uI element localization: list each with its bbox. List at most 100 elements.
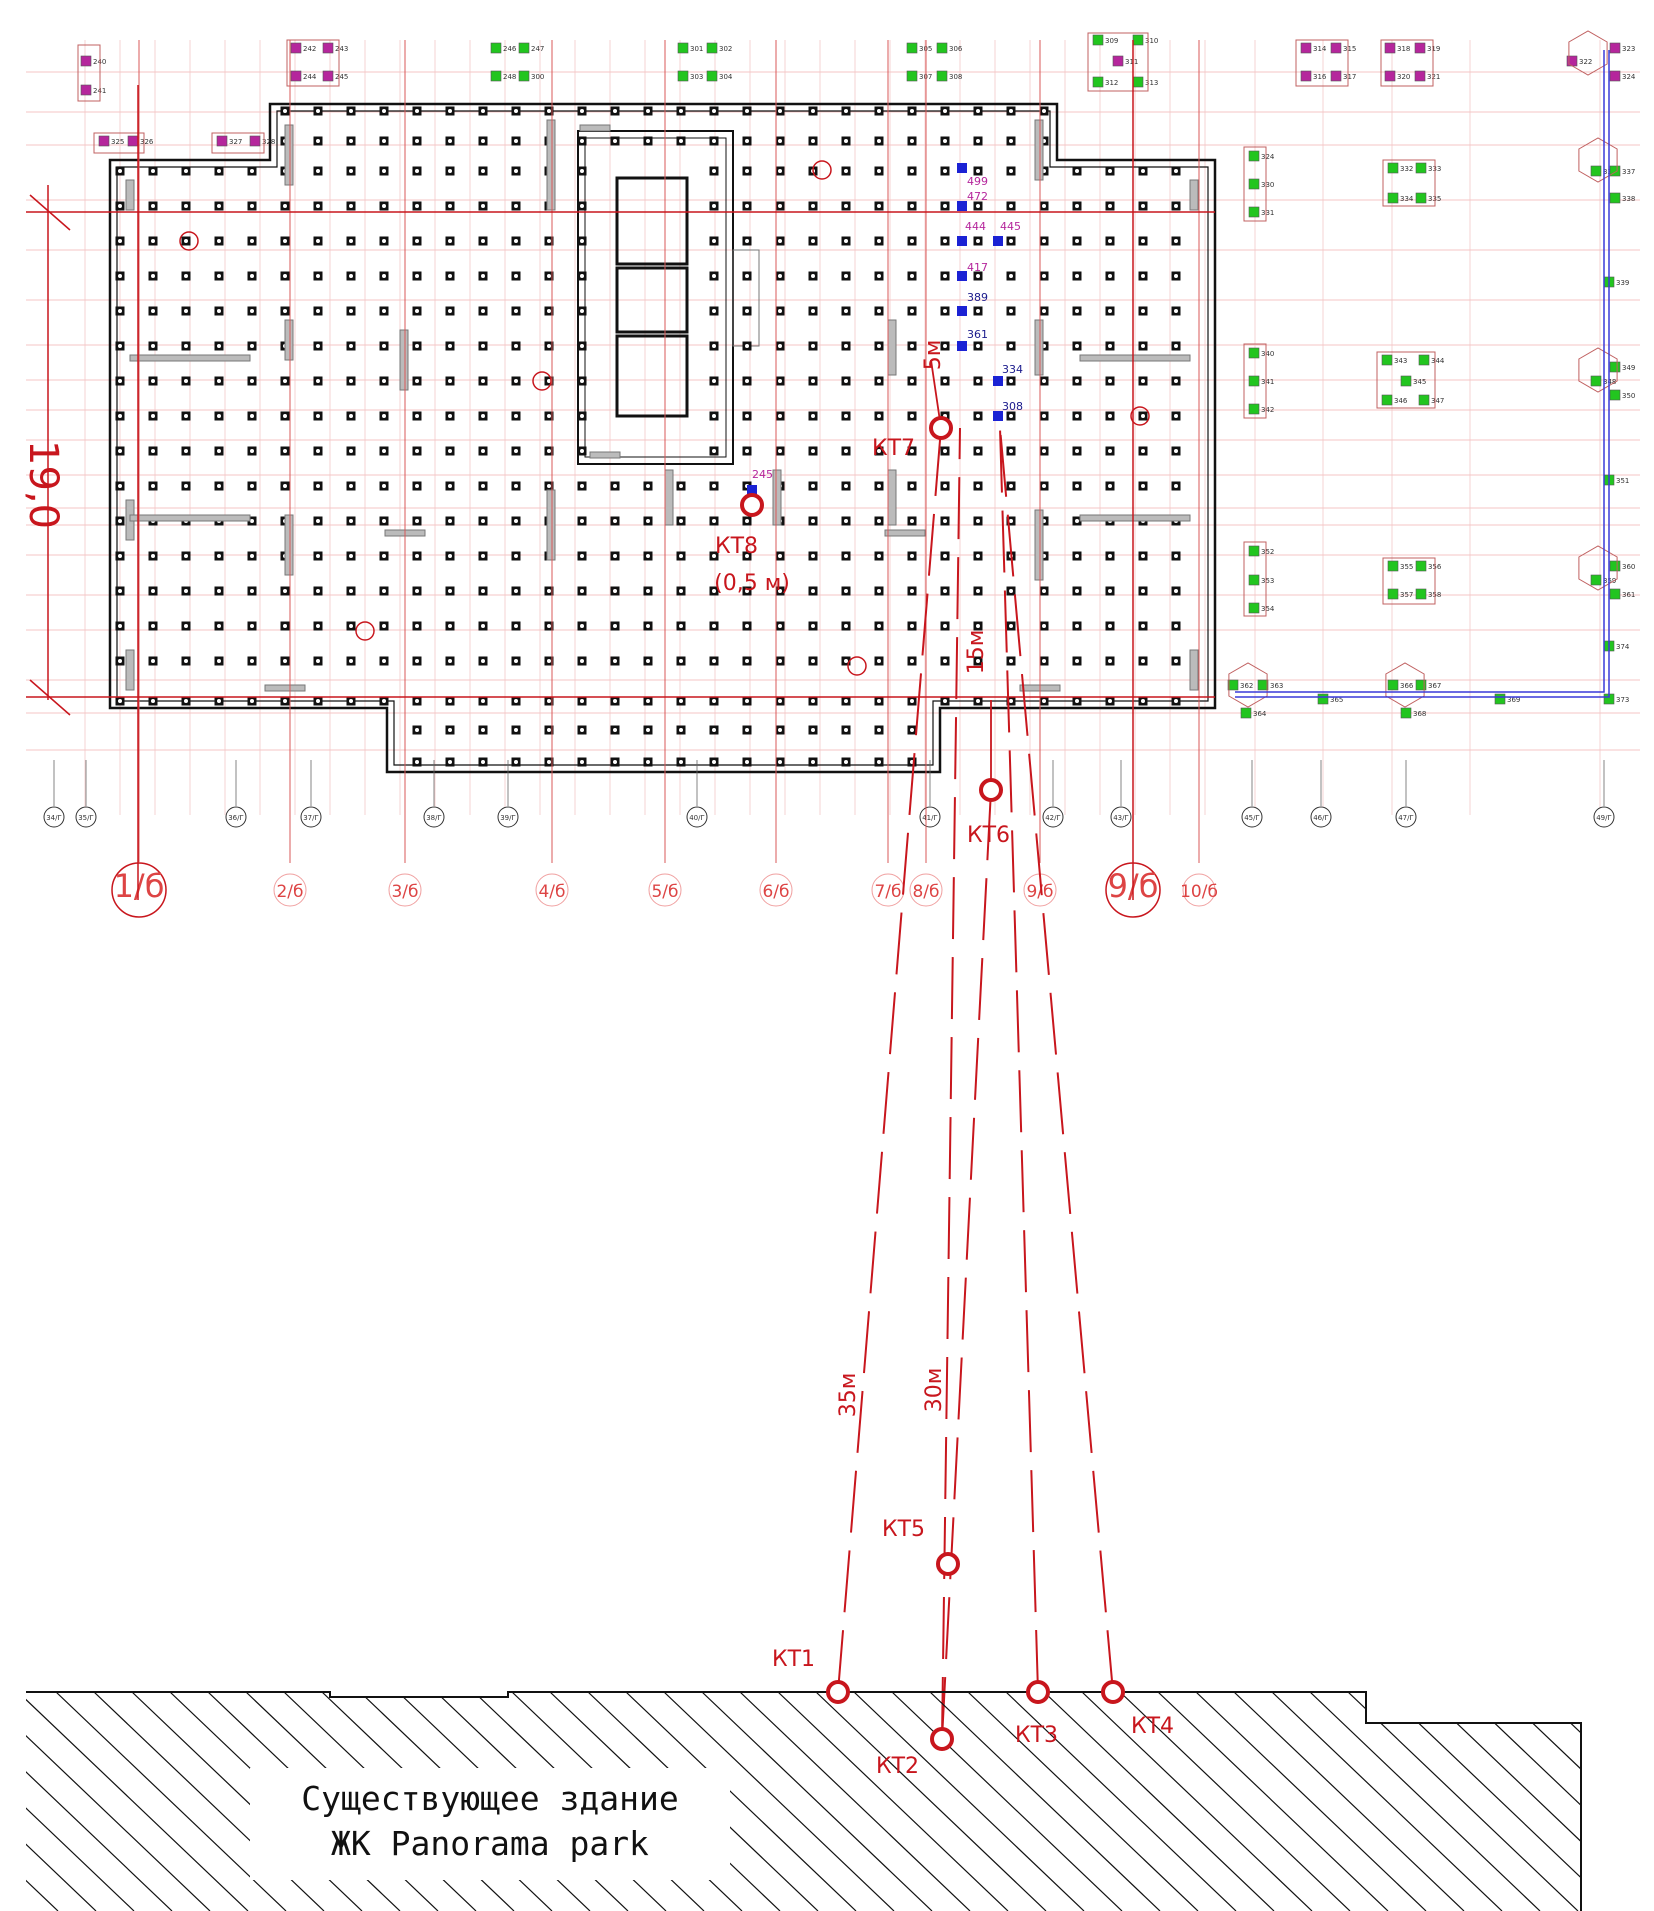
pile-marker-center [1009,659,1013,663]
support-pile [936,70,948,82]
pile-marker-center [118,309,122,313]
pile-marker-center [1009,379,1013,383]
axis-bubble-label: 47/Г [1398,814,1414,822]
support-pile-number: 342 [1261,406,1274,414]
pile-marker-center [448,109,452,113]
pile-marker-center [118,204,122,208]
axis-bubble [497,806,519,828]
pile-marker-center [613,624,617,628]
support-pile [518,70,530,82]
pile-marker-center [1108,414,1112,418]
kt5-marker [936,1552,960,1576]
pile-marker-center [283,274,287,278]
pile-marker-center [481,589,485,593]
highlighted-pile-number: 445 [1000,220,1021,233]
pile-marker-center [217,274,221,278]
support-pile [1257,679,1269,691]
pile-marker-center [910,309,914,313]
pile-marker-center [580,659,584,663]
pile-marker-center [778,554,782,558]
kt2-label: КТ2 [876,1754,919,1779]
pile-marker-center [1108,699,1112,703]
pile-marker-center [118,274,122,278]
pile-marker-center [844,139,848,143]
pile-marker-center [151,624,155,628]
support-pile [1132,76,1144,88]
pile-marker-center [877,414,881,418]
pile-marker-center [877,379,881,383]
pile-marker-center [1174,659,1178,663]
pile-marker-center [910,109,914,113]
pile-marker-center [514,344,518,348]
support-pile-number: 325 [111,138,124,146]
pile-marker-center [415,139,419,143]
hatch-line [777,1692,1009,1911]
pile-marker-center [1009,449,1013,453]
pile-marker-center [778,139,782,143]
pile-marker-center [151,344,155,348]
support-pile-number: 364 [1253,710,1267,718]
pile-marker-center [580,344,584,348]
kt3-label: КТ3 [1015,1723,1058,1748]
pile-marker-center [547,659,551,663]
hatch-line [1005,1692,1237,1911]
pile-marker-center [679,659,683,663]
axis-bubble [1241,806,1263,828]
support-pile-number: 314 [1313,45,1327,53]
pile-marker-center [349,309,353,313]
hatch-line [1119,1692,1351,1911]
wall-segment [264,684,306,692]
pile-marker-center [910,728,914,732]
pile-marker-center [1141,344,1145,348]
pile-marker-center [151,169,155,173]
pile-marker-center [514,728,518,732]
axis-bubble [75,806,97,828]
support-pile-number: 349 [1622,364,1635,372]
pile-marker-center [943,659,947,663]
pile-marker-center [514,589,518,593]
pile-marker-center [646,760,650,764]
pile-marker-center [778,204,782,208]
pile-marker-center [118,659,122,663]
pile-marker-center [184,309,188,313]
pile-marker-center [283,109,287,113]
pile-marker-center [382,554,386,558]
hatch-line [1081,1692,1313,1911]
pile-marker-center [481,239,485,243]
support-pile-number: 331 [1261,209,1274,217]
highlighted-pile [957,341,967,351]
pile-marker-center [514,204,518,208]
pile-marker-center [910,239,914,243]
support-pile [1609,165,1621,177]
pile-marker-center [250,484,254,488]
pile-marker-center [943,169,947,173]
pile-marker-center [415,554,419,558]
pile-marker-center [778,699,782,703]
pile-marker-center [679,624,683,628]
marked-pile [355,621,375,641]
pile-marker-center [976,109,980,113]
axis-bubble [225,806,247,828]
pile-marker-center [415,589,419,593]
pile-marker-center [844,344,848,348]
pile-marker-center [844,554,848,558]
support-pile-number: 337 [1622,168,1635,176]
support-pile-number: 363 [1270,682,1283,690]
pile-marker-center [745,379,749,383]
pile-marker-center [316,589,320,593]
grid-axis-bubble [648,873,682,907]
pile-marker-center [811,484,815,488]
pile-marker-center [844,169,848,173]
wall-segment [664,469,674,526]
pile-marker-center [283,239,287,243]
wall-segment [1079,514,1191,522]
pile-marker-center [745,274,749,278]
pile-marker-center [1042,239,1046,243]
support-pile-number: 247 [531,45,544,53]
pile-group-frame [1380,39,1434,87]
pile-group-frame-hex [1228,662,1268,708]
axis-bubble [919,806,941,828]
axis-bubble [423,806,445,828]
pile-marker-center [1174,554,1178,558]
